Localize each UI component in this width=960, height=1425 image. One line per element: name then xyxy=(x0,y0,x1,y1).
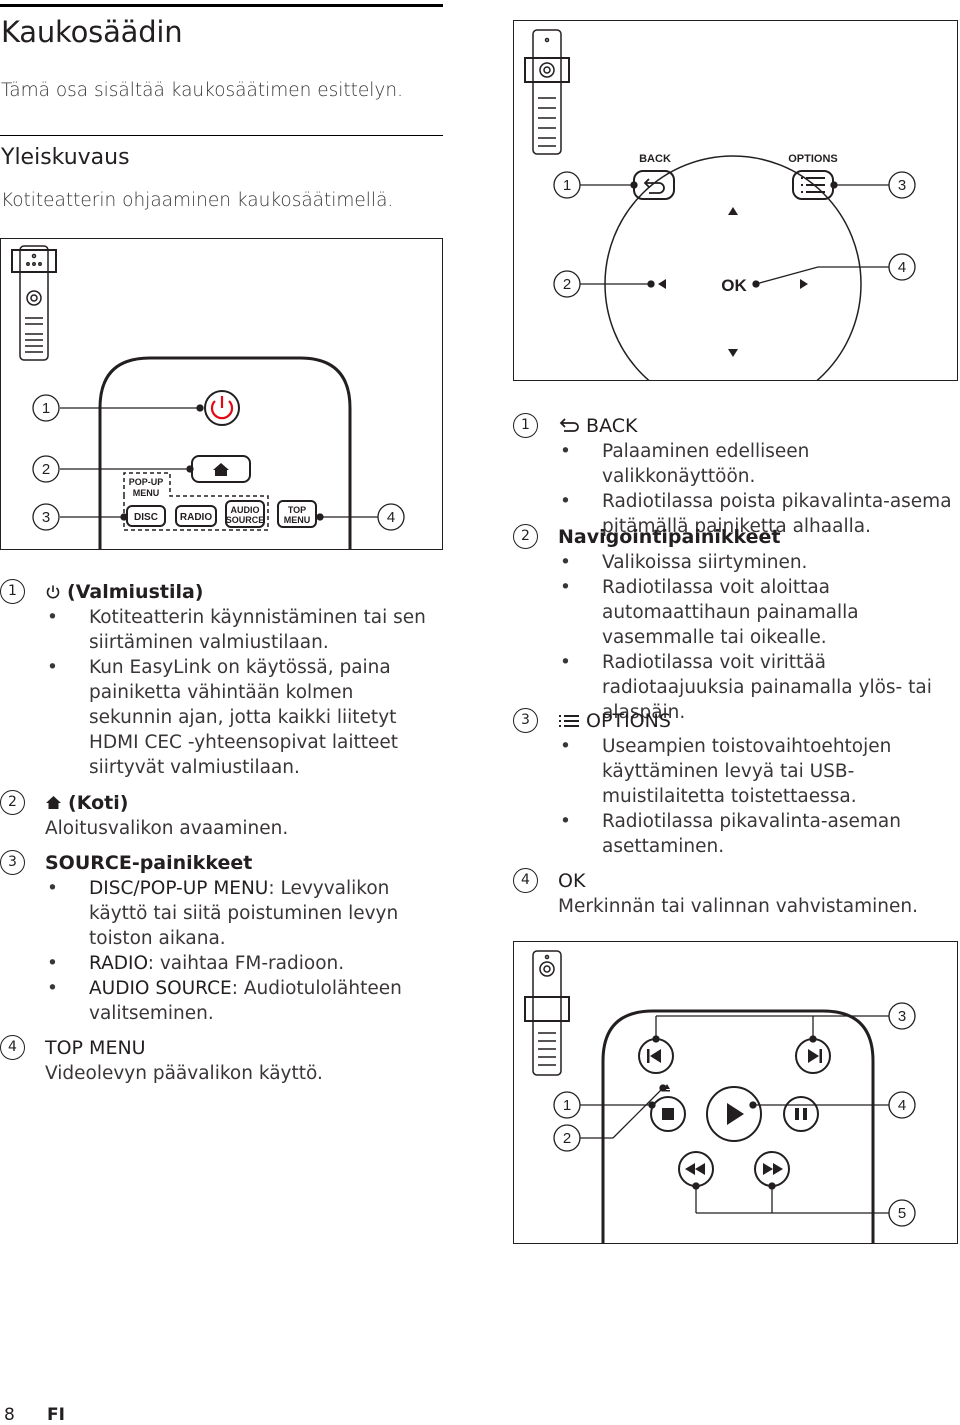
svg-text:2: 2 xyxy=(563,276,571,293)
section-heading: Navigointipainikkeet xyxy=(558,526,781,548)
options-icon xyxy=(559,715,579,727)
remote-thumbnail-icon xyxy=(11,245,57,361)
bullet-item: Useampien toistovaihtoehtojen käyttämine… xyxy=(558,734,958,809)
back-button-icon xyxy=(643,178,665,194)
svg-text:TOP: TOP xyxy=(288,505,306,515)
power-icon xyxy=(46,585,60,599)
section-heading: (Koti) xyxy=(68,792,129,814)
previous-icon xyxy=(647,1049,661,1063)
svg-text:OPTIONS: OPTIONS xyxy=(788,153,838,165)
bullet-item: Valikoissa siirtyminen. xyxy=(558,550,958,575)
bullet-item: Radiotilassa pikavalinta-aseman asettami… xyxy=(558,809,958,859)
left-section-1: 1 (Valmiustila) Kotiteatterin käynnistäm… xyxy=(0,579,440,780)
figure-navigation-pad: BACK OPTIONS OK 1 3 2 4 xyxy=(513,20,958,381)
right-section-2: 2 Navigointipainikkeet Valikoissa siirty… xyxy=(513,524,958,725)
page-number: 8 xyxy=(4,1405,15,1425)
bullet-item: Kun EasyLink on käytössä, paina painiket… xyxy=(45,655,440,780)
bullet-item: DISC/POP-UP MENU: Levyvalikon käyttö tai… xyxy=(45,876,440,951)
svg-text:2: 2 xyxy=(563,1130,571,1147)
options-button-icon xyxy=(801,177,825,193)
svg-text:BACK: BACK xyxy=(639,153,671,165)
bullet-item: RADIO: vaihtaa FM-radioon. xyxy=(45,951,440,976)
home-icon xyxy=(46,796,61,809)
right-section-1: 1 BACK Palaaminen edelliseen valikkonäyt… xyxy=(513,413,958,539)
back-icon xyxy=(559,418,579,432)
section-intro: Kotiteatterin ohjaaminen kaukosäätimellä… xyxy=(1,190,394,211)
ok-button-label: OK xyxy=(721,276,747,295)
rewind-icon xyxy=(685,1163,705,1175)
svg-text:3: 3 xyxy=(42,509,50,526)
bullet-item: AUDIO SOURCE: Audiotulolähteen valitsemi… xyxy=(45,976,440,1026)
svg-text:SOURCE: SOURCE xyxy=(226,515,265,525)
section-heading: BACK xyxy=(586,415,638,437)
figure-playback-buttons: 3 1 2 4 5 xyxy=(513,941,958,1244)
stop-icon xyxy=(662,1108,674,1120)
svg-text:4: 4 xyxy=(387,509,395,526)
remote-thumbnail-icon xyxy=(524,950,570,1076)
left-section-4: 4 TOP MENU Videolevyn päävalikon käyttö. xyxy=(0,1035,440,1086)
svg-text:4: 4 xyxy=(898,259,906,276)
next-icon xyxy=(808,1049,822,1063)
section-text: Videolevyn päävalikon käyttö. xyxy=(45,1063,323,1084)
svg-text:MENU: MENU xyxy=(284,515,311,525)
top-rule xyxy=(0,4,443,7)
divider-1 xyxy=(0,135,443,136)
intro-text: Tämä osa sisältää kaukosäätimen esittely… xyxy=(1,80,403,101)
section-heading: OPTIONS xyxy=(586,710,671,732)
figure-remote-top: DISC POP-UP MENU RADIO AUDIO SOURCE TOP … xyxy=(0,238,443,550)
remote-thumbnail-icon xyxy=(524,29,570,155)
section-text: Aloitusvalikon avaaminen. xyxy=(45,818,289,839)
svg-text:MENU: MENU xyxy=(133,488,160,498)
play-icon xyxy=(727,1103,744,1125)
section-title: Yleiskuvaus xyxy=(1,145,130,170)
bullet-item: Radiotilassa voit aloittaa automaattihau… xyxy=(558,575,958,650)
right-section-4: 4 OK Merkinnän tai valinnan vahvistamine… xyxy=(513,868,958,919)
left-section-2: 2 (Koti) Aloitusvalikon avaaminen. xyxy=(0,790,440,841)
fast-forward-icon xyxy=(763,1163,783,1175)
section-heading: TOP MENU xyxy=(45,1037,146,1059)
power-button-icon xyxy=(210,396,234,420)
svg-text:4: 4 xyxy=(898,1097,906,1114)
svg-text:1: 1 xyxy=(42,400,50,417)
left-section-3: 3 SOURCE-painikkeet DISC/POP-UP MENU: Le… xyxy=(0,850,440,1026)
section-text: Merkinnän tai valinnan vahvistaminen. xyxy=(558,896,918,917)
svg-text:1: 1 xyxy=(563,177,571,194)
svg-text:3: 3 xyxy=(898,1008,906,1025)
svg-text:POP-UP: POP-UP xyxy=(129,477,164,487)
svg-text:5: 5 xyxy=(898,1205,906,1222)
svg-text:AUDIO: AUDIO xyxy=(231,505,260,515)
bullet-item: Radiotilassa poista pikavalinta-asema pi… xyxy=(558,489,958,539)
radio-button-label: RADIO xyxy=(180,512,212,523)
pause-icon xyxy=(795,1108,807,1120)
bullet-item: Palaaminen edelliseen valikkonäyttöön. xyxy=(558,439,958,489)
section-heading: SOURCE-painikkeet xyxy=(45,852,253,874)
language-code: FI xyxy=(47,1405,65,1425)
callout-number: 1 xyxy=(0,579,25,604)
disc-button-label: DISC xyxy=(134,512,158,523)
page-title: Kaukosäädin xyxy=(1,15,183,49)
bullet-item: Kotiteatterin käynnistäminen tai sen sii… xyxy=(45,605,440,655)
svg-text:3: 3 xyxy=(898,177,906,194)
right-section-3: 3 OPTIONS Useampien toistovaihtoehtojen … xyxy=(513,708,958,859)
section-heading: OK xyxy=(558,870,586,892)
bullet-item: Radiotilassa voit virittää radiotaajuuks… xyxy=(558,650,958,725)
svg-text:2: 2 xyxy=(42,461,50,478)
svg-text:1: 1 xyxy=(563,1097,571,1114)
section-heading: (Valmiustila) xyxy=(67,581,204,603)
